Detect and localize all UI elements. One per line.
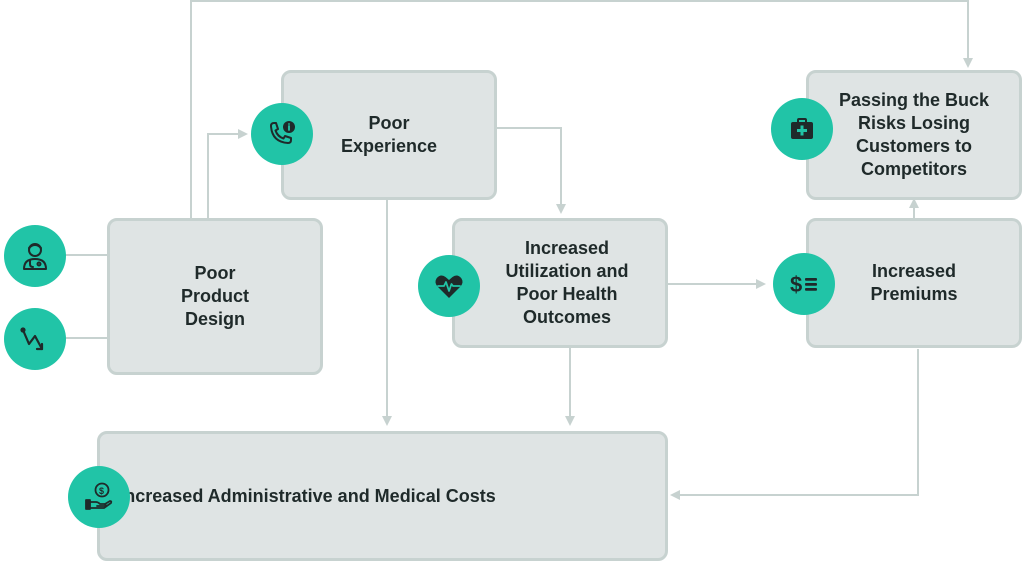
hand-coin-icon: $ xyxy=(68,466,130,528)
connector-experience-to-utilization xyxy=(497,127,566,214)
phone-info-icon xyxy=(251,103,313,165)
node-increased-utilization: Increased Utilization and Poor Health Ou… xyxy=(452,218,668,348)
node-label: Increased Premiums xyxy=(870,261,958,304)
heart-pulse-icon xyxy=(418,255,480,317)
node-label: Poor Product Design xyxy=(180,263,249,329)
node-poor-product-design: Poor Product Design xyxy=(107,218,323,375)
node-passing-the-buck: Passing the Buck Risks Losing Customers … xyxy=(806,70,1022,200)
trend-down-icon xyxy=(4,308,66,370)
node-label: Poor Experience xyxy=(340,113,438,156)
node-increased-costs: Increased Administrative and Medical Cos… xyxy=(97,431,668,561)
node-label: Increased Administrative and Medical Cos… xyxy=(119,485,496,506)
node-poor-experience: Poor Experience xyxy=(281,70,497,200)
node-increased-premiums: Increased Premiums xyxy=(806,218,1022,348)
svg-text:$: $ xyxy=(99,486,104,496)
dollar-list-icon: $ xyxy=(773,253,835,315)
medical-kit-icon xyxy=(771,98,833,160)
connector-design-to-experience xyxy=(207,129,248,218)
dollar-glyph: $ xyxy=(790,272,802,297)
doctor-icon xyxy=(4,225,66,287)
node-label: Passing the Buck Risks Losing Customers … xyxy=(838,90,990,179)
connector-design-to-passing xyxy=(190,0,973,218)
connector-premiums-to-costs xyxy=(670,349,919,500)
node-label: Increased Utilization and Poor Health Ou… xyxy=(505,238,629,327)
